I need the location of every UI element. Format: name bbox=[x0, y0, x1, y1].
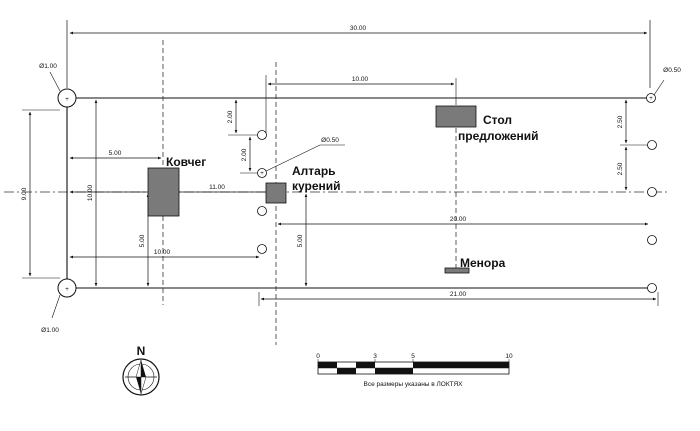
pillar-right-top-mark: + Ø0.50 bbox=[649, 67, 681, 102]
dimension-5-vert: 5.00 bbox=[139, 193, 150, 287]
scale-tick-0: 0 bbox=[316, 353, 320, 360]
dim-050-altar-label: Ø0.50 bbox=[321, 137, 339, 144]
menorah-label: Менора bbox=[460, 256, 506, 270]
dim-5-vert-label: 5.00 bbox=[139, 234, 146, 247]
compass-north-label: N bbox=[137, 344, 146, 358]
menorah-block bbox=[444, 267, 470, 274]
dimension-050-altar: Ø0.50 bbox=[261, 137, 345, 174]
dim-5-ark-label: 5.00 bbox=[109, 150, 122, 157]
scale-tick-10: 10 bbox=[505, 353, 513, 360]
ark-label: Ковчег bbox=[166, 155, 206, 169]
svg-text:+: + bbox=[65, 96, 69, 103]
dim-050-right-label: Ø0.50 bbox=[663, 67, 681, 74]
dim-1-top-label: Ø1.00 bbox=[39, 63, 57, 70]
svg-text:+: + bbox=[649, 95, 653, 102]
dimension-5-altar-vert: 5.00 bbox=[297, 193, 308, 287]
svg-text:+: + bbox=[65, 286, 69, 293]
altar-label-line2: курений bbox=[292, 179, 341, 193]
dim-11-label: 11.00 bbox=[209, 184, 225, 191]
scale-tick-5: 5 bbox=[411, 353, 415, 360]
dim-21-label: 21.00 bbox=[450, 291, 467, 298]
dimension-10-left: 10.00 bbox=[87, 99, 98, 287]
ark-block bbox=[147, 167, 180, 217]
dimension-21: 21.00 bbox=[258, 291, 659, 306]
dim-2-5-a-label: 2.50 bbox=[617, 115, 624, 128]
dimension-9: 9.00 bbox=[21, 109, 60, 279]
dimension-2-5-stack: 2.50 2.50 bbox=[617, 99, 650, 191]
dim-2-b-label: 2.00 bbox=[241, 148, 248, 161]
table-label-line1: Стол bbox=[483, 113, 512, 127]
dimension-30: 30.00 bbox=[66, 20, 651, 88]
dimension-5-ark: 5.00 bbox=[69, 150, 162, 160]
dim-20-label: 20.00 bbox=[450, 216, 467, 223]
pillar-bottom-left: + Ø1.00 bbox=[41, 278, 77, 334]
altar-block bbox=[265, 182, 287, 204]
dim-2-a-label: 2.00 bbox=[227, 110, 234, 123]
dimension-2-stack: 2.00 2.00 bbox=[227, 97, 262, 174]
compass-rose: N bbox=[122, 344, 160, 396]
scale-tick-3: 3 bbox=[373, 353, 377, 360]
small-pillars bbox=[257, 93, 657, 293]
outline-walls bbox=[66, 97, 650, 289]
dim-2-5-b-label: 2.50 bbox=[617, 162, 624, 175]
scale-bar: 0 3 5 10 Все размеры указаны в ЛОКТЯХ bbox=[316, 353, 513, 388]
dim-1-bottom-label: Ø1.00 bbox=[41, 327, 59, 334]
dimension-10-top: 10.00 bbox=[265, 75, 457, 135]
table-block bbox=[435, 105, 477, 128]
altar-pillar-mark: + bbox=[260, 170, 264, 177]
dim-10-top-label: 10.00 bbox=[352, 76, 369, 83]
dim-30-label: 30.00 bbox=[350, 25, 367, 32]
dim-10-bottom-label: 10.00 bbox=[154, 249, 171, 256]
dim-5-altar-vert-label: 5.00 bbox=[297, 234, 304, 247]
table-label-line2: предложений bbox=[458, 129, 539, 143]
dim-10-left-label: 10.00 bbox=[87, 184, 94, 201]
altar-label-line1: Алтарь bbox=[292, 164, 336, 178]
dim-9-label: 9.00 bbox=[21, 187, 28, 200]
pillar-top-left: + Ø1.00 bbox=[39, 63, 77, 108]
dimension-10-bottom: 10.00 bbox=[69, 249, 260, 259]
dimension-20: 20.00 bbox=[277, 216, 649, 226]
scale-caption: Все размеры указаны в ЛОКТЯХ bbox=[364, 381, 464, 388]
